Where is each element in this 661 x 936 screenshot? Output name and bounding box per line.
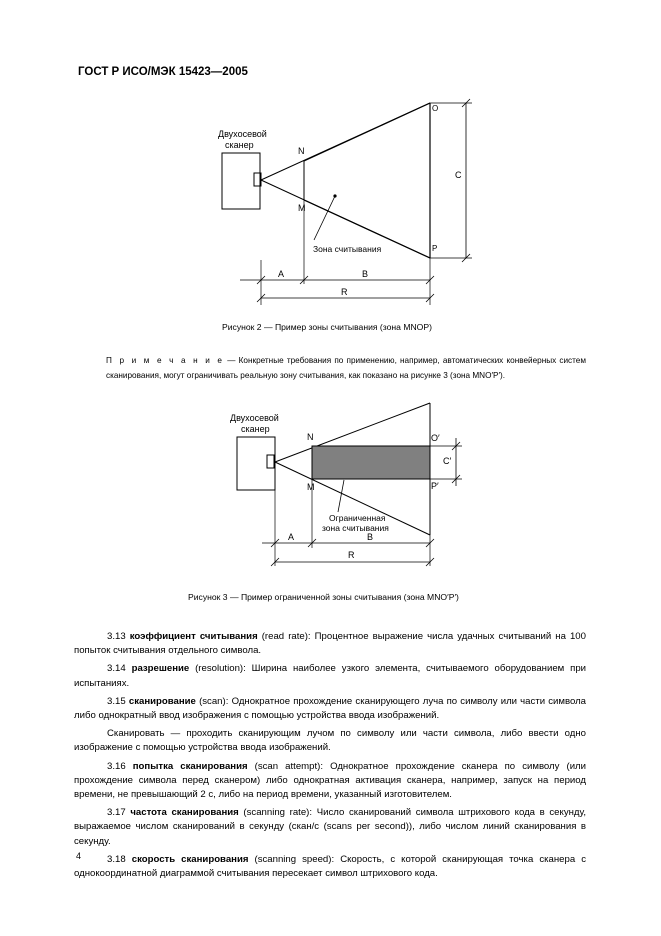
dim-a-label: A (278, 269, 284, 279)
point-m-label: M (298, 203, 306, 213)
svg-text:сканер: сканер (225, 140, 254, 150)
scanner-label: Двухосевой (218, 129, 267, 139)
point-n-label: N (307, 432, 314, 442)
svg-text:сканер: сканер (241, 424, 270, 434)
definition-3-16: 3.16 попытка сканирования (scan attempt)… (74, 760, 587, 801)
point-n-label: N (298, 146, 305, 156)
definition-3-14: 3.14 разрешение (resolution): Ширина наи… (74, 663, 587, 689)
zone-upper-edge (303, 102, 431, 162)
dim-c-label: C (455, 170, 462, 180)
figure-3-diagram: Двухосевой сканер N M O′ P′ C′ A B R Огр… (230, 402, 462, 567)
figure-2-diagram: Двухосевой сканер N M O P C A B R Зона с… (218, 98, 472, 305)
note-paragraph: П р и м е ч а н и е — Конкретные требова… (106, 353, 586, 383)
point-o-label: O′ (431, 433, 440, 443)
note-text: — Конкретные требования по применению, н… (106, 356, 586, 380)
definition-3-17: 3.17 частота сканирования (scanning rate… (74, 807, 587, 847)
dim-a-label: A (288, 532, 294, 542)
dim-b-label: B (367, 532, 373, 542)
dim-c-label: C′ (443, 456, 451, 466)
point-o-label: O (432, 104, 438, 113)
scan-extra-paragraph: Сканировать — проходить сканирующим лучо… (74, 728, 586, 754)
note-lead: П р и м е ч а н и е (106, 356, 225, 365)
page-number: 4 (76, 851, 82, 861)
beam-lower (274, 461, 431, 536)
figure-2-caption: Рисунок 2 — Пример зоны считывания (зона… (222, 322, 432, 332)
zone-leader (337, 479, 345, 513)
scanner-box (236, 436, 276, 491)
dim-b-label: B (362, 269, 368, 279)
scanner-lens (266, 454, 275, 469)
definition-3-15: 3.15 сканирование (scan): Однократное пр… (74, 695, 587, 722)
scanner-label: Двухосевой (230, 413, 279, 423)
zone-lower-edge (303, 199, 431, 259)
restricted-zone (311, 445, 431, 480)
svg-text:зона считывания: зона считывания (322, 523, 389, 533)
definitions-section: 3.13 коэффициент считывания (read rate):… (74, 630, 586, 885)
definition-3-18: 3.18 скорость сканирования (scanning spe… (74, 853, 587, 880)
zone-leader (313, 195, 336, 241)
zone-label: Зона считывания (313, 244, 382, 254)
beam-upper (274, 402, 431, 463)
point-p-label: P (432, 244, 437, 253)
scanner-box (221, 152, 261, 210)
dim-r-label: R (341, 287, 348, 297)
definition-3-13: 3.13 коэффициент считывания (read rate):… (74, 631, 586, 657)
zone-label: Ограниченная (329, 513, 386, 523)
document-header: ГОСТ Р ИСО/МЭК 15423—2005 (78, 66, 248, 78)
dim-r-label: R (348, 550, 355, 560)
point-m-label: M (307, 482, 315, 492)
point-p-label: P′ (431, 481, 439, 491)
figure-3-caption: Рисунок 3 — Пример ограниченной зоны счи… (188, 592, 459, 602)
